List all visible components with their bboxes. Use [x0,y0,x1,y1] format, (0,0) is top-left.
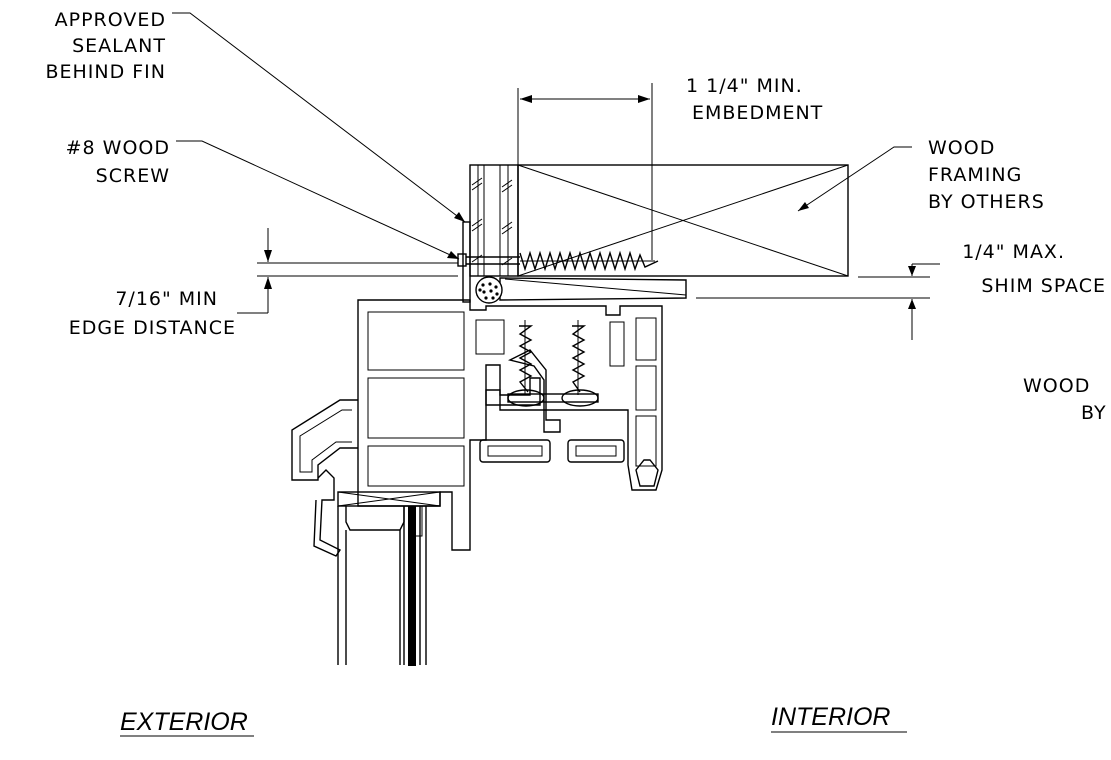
screw-leader [176,140,460,260]
shim-label-line1: 1/4" MAX. [962,241,1065,263]
embedment-label-line2: EMBEDMENT [692,102,823,124]
framing-leader [797,146,912,212]
sealant-label-line1: APPROVED [55,9,166,31]
frame-screws [507,320,599,407]
chamber-7 [635,365,657,411]
wood-screw [457,250,659,272]
glazing [337,491,441,666]
edge-label-line1: 7/16" MIN [115,288,218,310]
exterior-label: EXTERIOR [120,708,248,736]
framing-label-line1: WOOD [928,137,995,159]
chamber-8 [635,415,657,467]
spacer [411,505,423,537]
chamber-3 [367,445,465,487]
sealant-label-line2: SEALANT [72,35,166,57]
framing-leader-arrow [798,202,809,211]
washer-left [507,389,545,407]
thermal-break [485,377,541,406]
interior-label: INTERIOR [771,703,890,731]
framing-label: WOOD FRAMING BY OTHERS [928,137,1045,213]
sealant-bead [475,276,503,304]
embedment-arrow-left [520,95,532,103]
sealant-leader-arrow [454,212,465,222]
clip-foot-left [479,439,551,463]
chamber-2 [367,377,465,439]
chamber-1 [367,311,465,371]
sash-rail [345,506,405,531]
sealant-leader [172,12,466,223]
wood-cross-2 [517,164,849,277]
interior-snap [635,459,659,487]
sealant-label-line3: BEHIND FIN [45,61,166,83]
edge-arrow-up [264,277,272,289]
window-frame [291,299,663,557]
embedment-label: 1 1/4" MIN. EMBEDMENT [686,75,823,124]
screw-leader-arrow [447,251,459,259]
weatherstrip [313,469,342,557]
wood-cut-label: WOOD BY [1023,375,1107,424]
washer-right [561,389,599,407]
chamber-6 [635,317,657,361]
anchor-clip [507,349,561,433]
screw-label-line1: #8 WOOD [66,137,170,159]
shim-arrow-up [908,299,916,309]
edge-label: 7/16" MIN EDGE DISTANCE [69,288,236,339]
edge-distance-dimension [237,228,458,314]
edge-label-line2: EDGE DISTANCE [69,317,236,339]
embedment-label-line1: 1 1/4" MIN. [686,75,803,97]
washer-plate [507,393,599,403]
sealant-label: APPROVED SEALANT BEHIND FIN [45,9,166,83]
edge-arrow-down [264,250,272,262]
frame-outer-profile [357,299,663,551]
frame-lower-lip [291,399,358,481]
shim-arrow-down [908,266,916,276]
screw-label-line2: SCREW [96,165,170,187]
wood-cut-label-line1: WOOD [1023,375,1090,397]
nailing-fin [462,221,471,303]
framing-label-line2: FRAMING [928,164,1022,186]
chamber-4 [475,319,505,355]
sheathing [469,164,519,277]
chamber-5 [609,321,625,367]
embedment-arrow-right [638,95,650,103]
leader-lines [172,12,912,260]
frame-lip-inner [299,409,352,473]
glass-pane-dark [408,506,416,666]
framing-label-line3: BY OTHERS [928,191,1045,213]
shim-dimension [696,263,940,340]
screw-head [457,253,467,267]
sheathing-outline [469,164,519,277]
wood-cut-label-line2: BY [1081,402,1107,424]
shim-label: 1/4" MAX. SHIM SPACE [962,241,1106,297]
screw-thread [519,250,659,272]
glazing-bead [337,491,441,507]
screw-label: #8 WOOD SCREW [66,137,170,187]
shim-label-line2: SHIM SPACE [981,275,1106,297]
shim [499,277,687,301]
clip-foot-right [567,439,625,463]
